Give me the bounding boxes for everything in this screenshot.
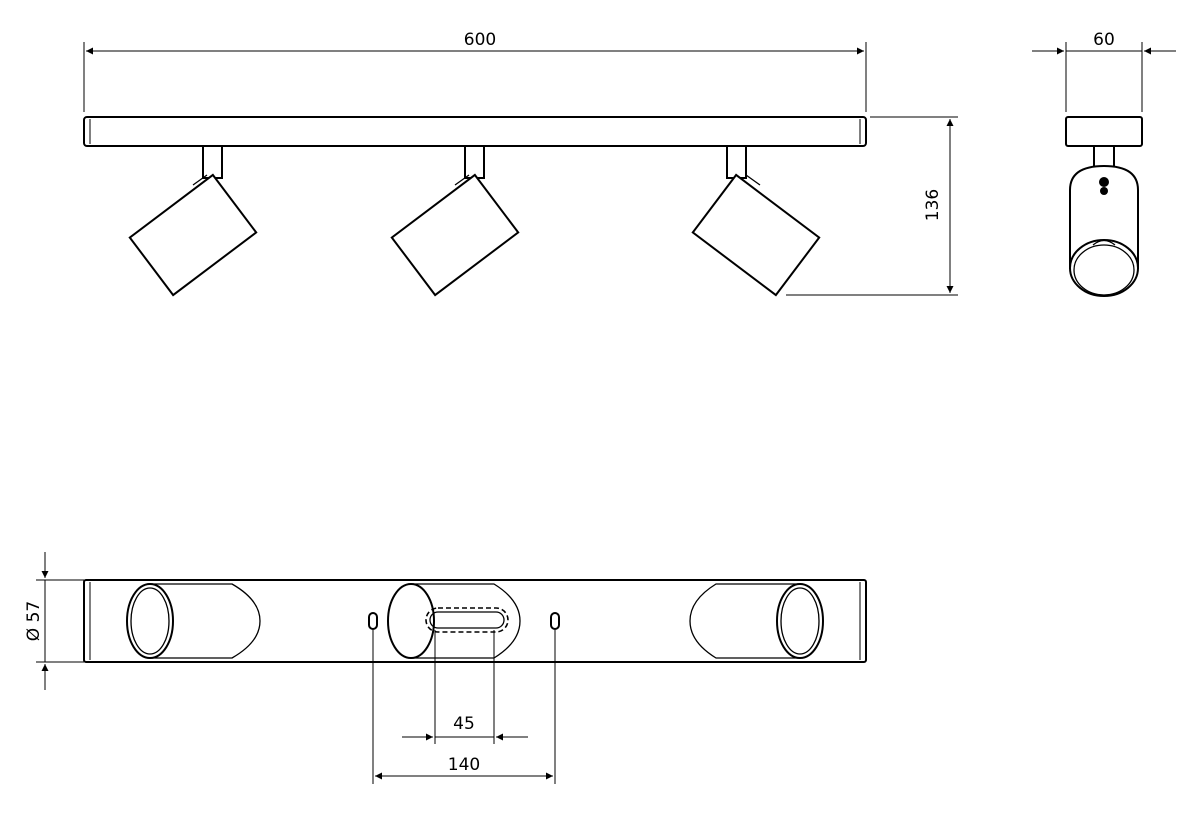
- spotlight-left: [128, 145, 258, 297]
- dimension-slot-label: 45: [453, 714, 475, 734]
- dimension-mount-spacing-label: 140: [448, 755, 480, 775]
- dimension-mount-spacing: 140: [372, 630, 556, 784]
- dimension-slot: 45: [402, 630, 528, 744]
- dimension-length: 600: [83, 30, 867, 112]
- rail-top: [83, 579, 867, 663]
- dimension-width: 60: [1032, 30, 1176, 112]
- rail-bar: [83, 116, 867, 147]
- mount-hole-right: [550, 612, 560, 630]
- top-view: Ø 57 45 140: [24, 552, 867, 784]
- mount-hole-left: [368, 612, 378, 630]
- head-top-center: [387, 583, 521, 659]
- front-view: 600: [83, 30, 958, 297]
- side-body: [1069, 164, 1139, 269]
- head-top-left: [126, 583, 261, 659]
- spotlight-right: [691, 145, 821, 297]
- dimension-length-label: 600: [464, 30, 496, 50]
- spotlight-center: [390, 145, 520, 297]
- dimension-diameter: Ø 57: [24, 552, 84, 690]
- dimension-height: 136: [786, 116, 958, 296]
- rail-end: [1065, 116, 1143, 147]
- head-top-right: [689, 583, 824, 659]
- dimension-height-label: 136: [923, 189, 943, 221]
- dimension-diameter-label: Ø 57: [24, 601, 44, 641]
- dimension-width-label: 60: [1093, 30, 1115, 50]
- side-view: 60: [1032, 30, 1176, 297]
